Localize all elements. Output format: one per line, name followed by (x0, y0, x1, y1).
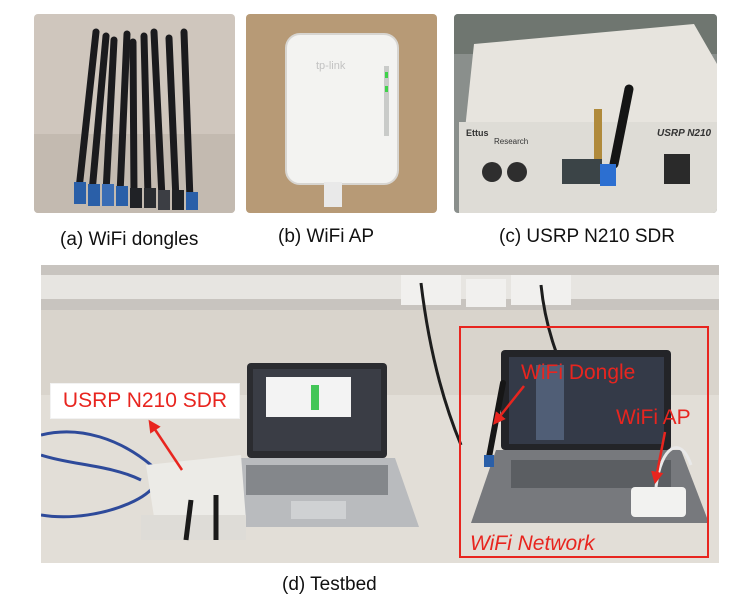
ap-label: WiFi AP (616, 406, 691, 429)
photo-testbed (41, 265, 719, 563)
usrp-label-box: USRP N210 SDR (50, 383, 240, 419)
svg-text:USRP N210: USRP N210 (657, 128, 712, 139)
svg-text:Ettus: Ettus (466, 128, 489, 138)
photo-wifi-dongles (34, 14, 235, 213)
caption-a: (a) WiFi dongles (60, 229, 199, 250)
caption-d: (d) Testbed (282, 574, 377, 595)
wifi-network-box (459, 326, 709, 558)
dongle-label: WiFi Dongle (521, 361, 636, 384)
photo-wifi-ap: tp-link (246, 14, 437, 213)
photo-usrp-n210: Ettus Research USRP N210 (454, 14, 717, 213)
svg-text:tp-link: tp-link (316, 60, 346, 72)
caption-c: (c) USRP N210 SDR (499, 226, 675, 247)
svg-text:Research: Research (494, 137, 528, 146)
dongle-usb-bodies (74, 182, 198, 210)
dongle-antennas (75, 28, 194, 204)
usrp-label: USRP N210 SDR (62, 389, 228, 412)
network-label: WiFi Network (470, 532, 595, 555)
caption-b: (b) WiFi AP (278, 226, 375, 247)
